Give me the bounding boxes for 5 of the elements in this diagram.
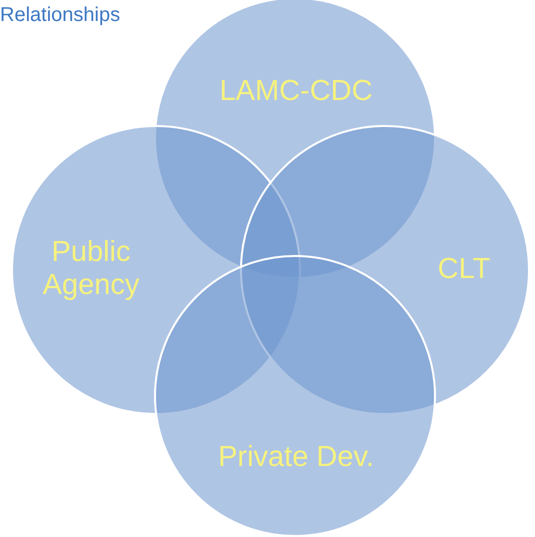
circle-label: Private Dev. — [217, 440, 375, 474]
circle-label: CLT — [436, 252, 492, 286]
circle-label: LAMC-CDC — [218, 74, 374, 108]
circle-label: Public Agency — [42, 236, 140, 302]
diagram-title: Relationships — [0, 4, 120, 27]
